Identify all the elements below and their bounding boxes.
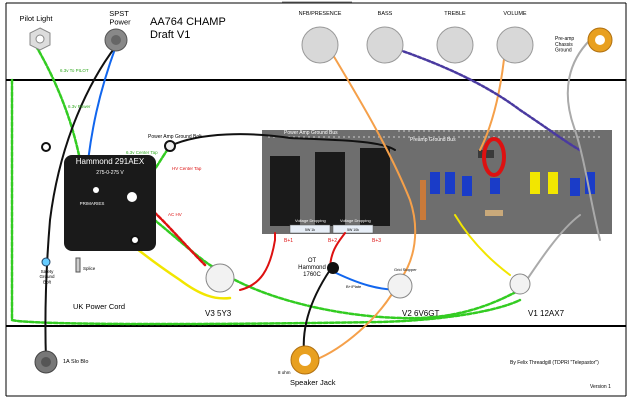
resistor-2-label: 5W 10k — [347, 228, 359, 232]
wire-label-ac-hv: AC HV — [168, 212, 182, 217]
spst-label: SPST Power — [109, 9, 131, 27]
speaker-wire-orange — [314, 279, 401, 361]
credit-label: By Felix Threadgill (TDPRI "Telepastor") — [510, 360, 599, 366]
chassis-hole-2 — [130, 235, 140, 245]
uk-cord-label: UK Power Cord — [73, 302, 125, 311]
tube-sockets — [205, 263, 531, 299]
ohms-label: 8 ohm — [278, 370, 291, 375]
shielded-wire-purple — [383, 43, 582, 152]
bplus1-label: B+1 — [284, 238, 293, 244]
resistor-1-label: 5W 1k — [305, 228, 315, 232]
bplus2-label: B+2 — [328, 238, 337, 244]
transformer-name: Hammond 291AEX — [76, 157, 145, 166]
wire-label-ground-bolt: Power Amp Ground Bolt — [148, 134, 202, 140]
power-ground-bus-label: Power Amp Ground Bus — [284, 130, 338, 136]
tube-v2-label: V2 6V6GT — [402, 309, 439, 318]
pilot-light — [29, 27, 51, 51]
splice — [75, 257, 81, 273]
b-plate-label: B+/Plate — [346, 284, 362, 289]
pot-bass-label: BASS — [378, 11, 393, 17]
title-line-1: AA764 CHAMP — [150, 16, 226, 28]
heater-wire-green-c — [10, 78, 522, 326]
pots — [301, 26, 534, 64]
wire-label-center-tap: 6.3v Center Tap — [126, 150, 158, 155]
highlight-ring — [482, 137, 506, 177]
splice-label: Splice — [83, 266, 96, 271]
b-plus-wire-red — [239, 232, 276, 291]
tube-v3-label: V3 5Y3 — [205, 309, 232, 318]
wire-label-hv-ct: HV Center Tap — [172, 166, 202, 171]
title-line-2: Draft V1 — [150, 29, 190, 41]
bplus3-label: B+3 — [372, 238, 381, 244]
ground-wire-gray — [566, 39, 601, 241]
wire-label-pilot: 6.3v To PILOT — [60, 68, 89, 73]
fuse-label: 1A Slo Blo — [63, 359, 88, 365]
transformer-primaries: PRIMARIES — [80, 201, 105, 206]
ground-wire-black — [169, 133, 396, 151]
safety-ground-bolt — [41, 257, 51, 267]
nfb-wire-orange — [329, 49, 417, 281]
power-wire-black — [44, 45, 117, 361]
spst-switch — [104, 28, 128, 52]
chassis-hole-1 — [41, 142, 51, 152]
tube-v1-label: V1 12AX7 — [528, 309, 565, 318]
preamp-ground-bus-label: Preamp Ground Bus — [410, 137, 456, 143]
output-transformer-bolt — [327, 262, 339, 274]
speaker-jack-label: Speaker Jack — [290, 378, 336, 387]
wire-label-pilot-b: 6.3v Power — [68, 104, 91, 109]
voltage-dropping-1: Voltage Dropping — [295, 218, 326, 223]
grid-stopper-label: Grid Stopper — [394, 267, 417, 272]
version-label: Version 1 — [590, 384, 611, 390]
preamp-wire-yellow — [454, 214, 511, 276]
ground-bolt — [164, 140, 176, 152]
pot-nfb-label: NFB/PRESENCE — [299, 11, 342, 17]
power-transformer — [64, 155, 156, 251]
volume-wire-orange — [479, 49, 506, 151]
pot-volume-label: VOLUME — [503, 11, 527, 17]
pilot-light-label: Pilot Light — [20, 14, 54, 23]
filter-caps — [270, 148, 390, 226]
transformer-voltage: 275-0-275 V — [96, 170, 124, 176]
voltage-dropping-2: Voltage Dropping — [340, 218, 371, 223]
dropping-resistor-2 — [332, 224, 374, 234]
pot-treble-label: TREBLE — [444, 11, 466, 17]
dropping-resistor-1 — [289, 224, 331, 234]
chassis-outline — [5, 1, 627, 397]
